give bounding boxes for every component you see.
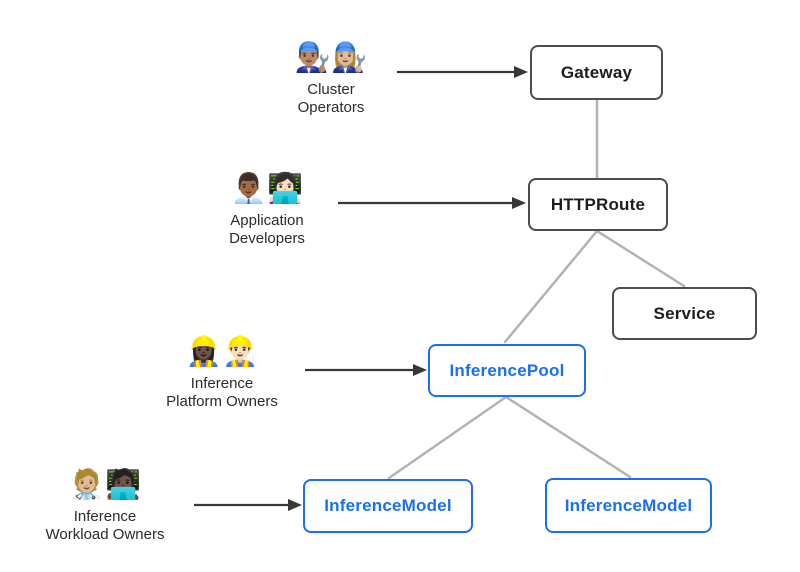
connector-httproute-inferencepool (503, 229, 599, 344)
node-inferencemodel-1: InferenceModel (303, 479, 473, 533)
arrowhead-gateway (514, 66, 528, 78)
actor-cluster-operators: 👨🏽‍🔧👩🏼‍🔧 Cluster Operators (246, 34, 416, 117)
actor-label-line: Workload Owners (45, 526, 165, 543)
inference-workload-owners-emoji-icon: 🧑🏼‍⚕️🧑🏿‍💻 (68, 467, 142, 501)
cluster-operators-emoji-icon: 👨🏽‍🔧👩🏼‍🔧 (294, 40, 368, 74)
node-service-label: Service (653, 303, 716, 323)
node-inferencemodel-1-label: InferenceModel (324, 496, 452, 515)
node-service: Service (612, 287, 757, 340)
node-inferencepool: InferencePool (428, 344, 586, 397)
actor-label-line: Inference (190, 375, 254, 392)
actor-label-line: Platform Owners (166, 393, 278, 410)
application-developers-emoji-icon: 👨🏾‍💼👩🏻‍💻 (230, 171, 304, 205)
inference-platform-owners-label: Inference Platform Owners (166, 375, 278, 411)
actor-label-line: Developers (229, 230, 305, 247)
node-gateway: Gateway (530, 45, 663, 100)
actor-application-developers: 👨🏾‍💼👩🏻‍💻 Application Developers (182, 165, 352, 248)
arrowhead-inferencepool (413, 364, 427, 376)
node-gateway-label: Gateway (560, 62, 633, 82)
node-inferencemodel-2-label: InferenceModel (564, 495, 693, 515)
connector-httproute-service (595, 229, 686, 288)
node-httproute: HTTPRoute (528, 178, 668, 231)
connector-inferencepool-inferencemodel-1 (387, 395, 508, 480)
actor-inference-platform-owners: 👷🏿‍♀️👷🏻‍♂️ Inference Platform Owners (133, 328, 311, 411)
application-developers-label: Application Developers (229, 212, 305, 248)
actor-inference-workload-owners: 🧑🏼‍⚕️🧑🏿‍💻 Inference Workload Owners (16, 461, 194, 544)
inference-workload-owners-label: Inference Workload Owners (46, 508, 165, 544)
arrowhead-inferencemodel (288, 499, 302, 511)
actor-label-line: Application (230, 212, 304, 229)
node-httproute-label: HTTPRoute (550, 194, 646, 214)
arrowhead-httproute (512, 197, 526, 209)
connector-inferencepool-inferencemodel-2 (504, 395, 632, 479)
cluster-operators-label: Cluster Operators (298, 81, 365, 117)
node-inferencemodel-2: InferenceModel (545, 478, 712, 533)
inference-platform-owners-emoji-icon: 👷🏿‍♀️👷🏻‍♂️ (185, 334, 259, 368)
actor-label-line: Inference (73, 508, 137, 525)
node-inferencepool-label: InferencePool (449, 360, 565, 380)
actor-label-line: Cluster (307, 81, 355, 98)
actor-label-line: Operators (297, 99, 365, 116)
